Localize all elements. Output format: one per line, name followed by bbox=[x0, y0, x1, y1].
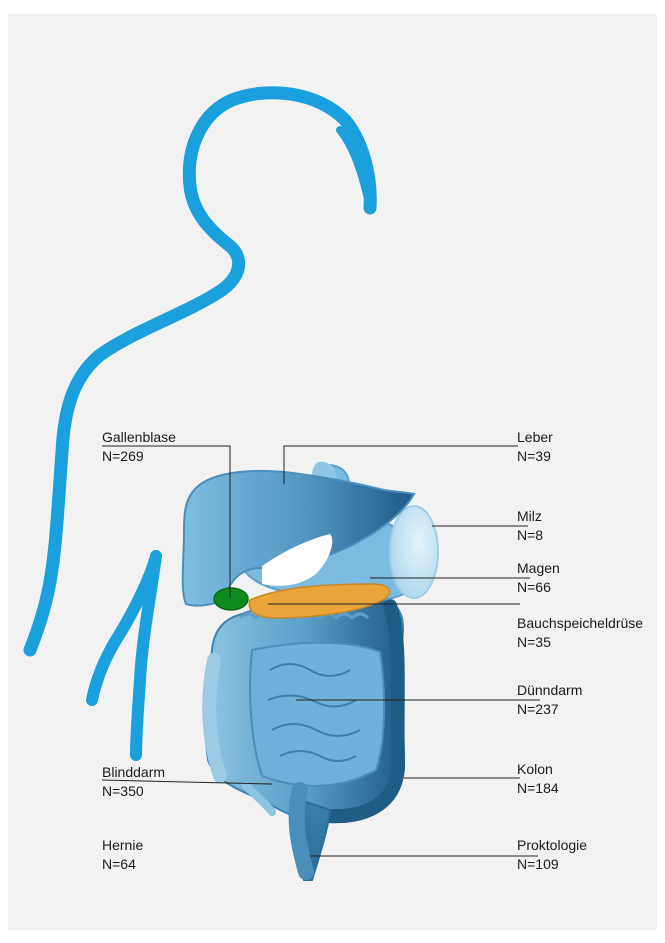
gallbladder-shape bbox=[214, 588, 248, 610]
label-milz-count: N=8 bbox=[517, 526, 543, 545]
label-gallenblase-name: Gallenblase bbox=[102, 428, 176, 447]
label-hernie-count: N=64 bbox=[102, 855, 143, 874]
label-blinddarm-name: Blinddarm bbox=[102, 763, 165, 782]
label-magen-count: N=66 bbox=[517, 578, 560, 597]
label-proktologie-count: N=109 bbox=[517, 855, 587, 874]
label-gallenblase-count: N=269 bbox=[102, 447, 176, 466]
label-kolon-count: N=184 bbox=[517, 779, 559, 798]
label-leber-name: Leber bbox=[517, 428, 553, 447]
label-leber: Leber N=39 bbox=[517, 428, 553, 466]
label-kolon: Kolon N=184 bbox=[517, 760, 559, 798]
colon-shape bbox=[205, 600, 404, 880]
label-bauchspeicheldruese: Bauchspeicheldrüse N=35 bbox=[517, 614, 643, 652]
label-milz-name: Milz bbox=[517, 507, 543, 526]
label-hernie-name: Hernie bbox=[102, 836, 143, 855]
label-magen-name: Magen bbox=[517, 559, 560, 578]
label-kolon-name: Kolon bbox=[517, 760, 559, 779]
label-bauchspeicheldruese-name: Bauchspeicheldrüse bbox=[517, 614, 643, 633]
label-bauchspeicheldruese-count: N=35 bbox=[517, 633, 643, 652]
label-magen: Magen N=66 bbox=[517, 559, 560, 597]
spleen-shape bbox=[390, 506, 438, 598]
label-duenndarm-count: N=237 bbox=[517, 700, 582, 719]
label-gallenblase: Gallenblase N=269 bbox=[102, 428, 176, 466]
label-blinddarm-count: N=350 bbox=[102, 782, 165, 801]
label-blinddarm: Blinddarm N=350 bbox=[102, 763, 165, 801]
label-hernie: Hernie N=64 bbox=[102, 836, 143, 874]
label-duenndarm: Dünndarm N=237 bbox=[517, 681, 582, 719]
label-proktologie-name: Proktologie bbox=[517, 836, 587, 855]
label-duenndarm-name: Dünndarm bbox=[517, 681, 582, 700]
label-leber-count: N=39 bbox=[517, 447, 553, 466]
label-milz: Milz N=8 bbox=[517, 507, 543, 545]
label-proktologie: Proktologie N=109 bbox=[517, 836, 587, 874]
